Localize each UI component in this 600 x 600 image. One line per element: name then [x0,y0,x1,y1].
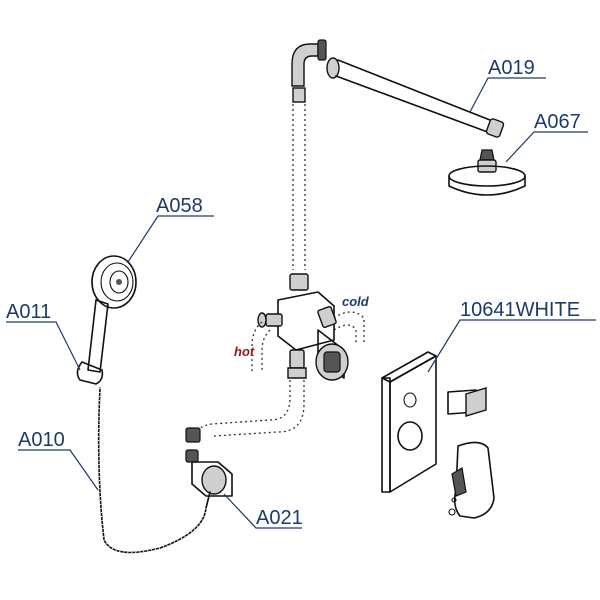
label-a010: A010 [18,429,65,451]
label-a021: A021 [256,507,303,529]
diverter-button [447,387,487,417]
leader-lines [6,77,596,529]
hot-inlet-pipe [251,321,271,372]
riser-pipe [292,87,306,270]
leader-10641white [427,319,596,373]
label-a067: A067 [534,111,581,133]
leader-a058 [127,215,214,263]
hose-connection-pipe [185,380,305,443]
leader-a067 [505,131,588,163]
control-panel-10641white [381,351,437,493]
holder-bracket-a011 [76,361,104,385]
label-a011: A011 [6,301,51,323]
label-a019: A019 [488,57,535,79]
shower-head-a067 [448,149,526,196]
hand-shower-a058 [87,255,137,373]
shower-arm-a019 [326,57,505,138]
label-10641white: 10641WHITE [460,299,580,321]
leader-a010 [18,449,99,491]
cold-label: cold [342,294,370,309]
mixer-valve-body [257,273,349,381]
leader-a011 [6,321,81,371]
mixer-handle [448,441,495,519]
leader-a021 [223,493,302,529]
leader-a019 [469,77,546,113]
hot-label: hot [234,344,255,359]
wall-outlet-a021 [185,449,233,509]
elbow-connector [291,39,327,87]
label-a058: A058 [156,195,203,217]
cold-inlet-pipe [333,311,365,344]
shower-hose-a010 [97,387,207,554]
